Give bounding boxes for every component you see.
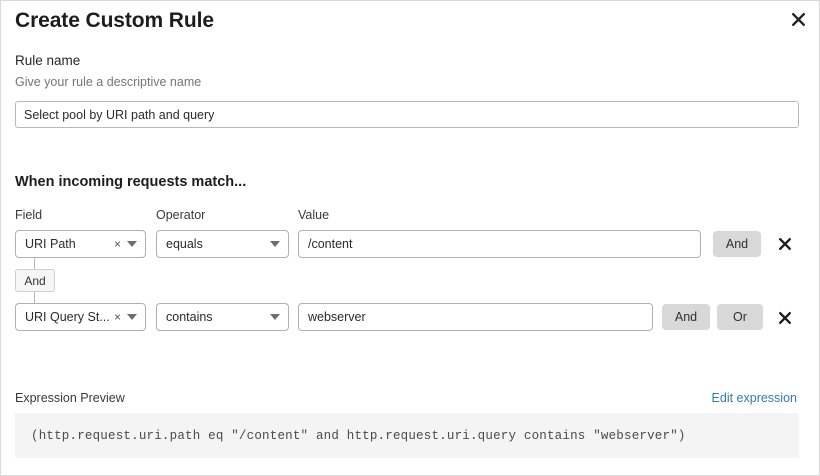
operator-select-row-2[interactable]: contains xyxy=(156,303,289,331)
close-icon[interactable] xyxy=(785,6,811,32)
field-select-row-1[interactable]: URI Path × xyxy=(15,230,146,258)
connector-and-badge[interactable]: And xyxy=(15,269,55,292)
column-header-field: Field xyxy=(15,208,43,222)
chevron-down-icon xyxy=(127,314,137,320)
rule-name-label: Rule name xyxy=(15,53,81,68)
clear-icon[interactable]: × xyxy=(113,310,121,324)
delete-condition-row-2[interactable] xyxy=(775,308,795,328)
operator-select-row-1[interactable]: equals xyxy=(156,230,289,258)
expression-preview-box: (http.request.uri.path eq "/content" and… xyxy=(15,413,799,458)
chevron-down-icon xyxy=(127,241,137,247)
field-select-row-1-value: URI Path xyxy=(25,237,76,251)
expression-preview-label: Expression Preview xyxy=(15,391,125,405)
page-title: Create Custom Rule xyxy=(15,9,214,32)
column-header-operator: Operator xyxy=(156,208,206,222)
field-select-row-2[interactable]: URI Query St... × xyxy=(15,303,146,331)
delete-condition-row-1[interactable] xyxy=(775,234,795,254)
connector-line-bottom xyxy=(34,292,35,303)
operator-select-row-2-value: contains xyxy=(166,310,213,324)
clear-icon[interactable]: × xyxy=(113,237,121,251)
match-section-heading: When incoming requests match... xyxy=(15,174,247,190)
edit-expression-link[interactable]: Edit expression xyxy=(711,391,797,405)
column-header-value: Value xyxy=(298,208,330,222)
rule-name-input[interactable] xyxy=(15,101,799,128)
value-input-row-2[interactable] xyxy=(298,303,653,331)
connector-line-top xyxy=(34,257,35,269)
chevron-down-icon xyxy=(270,241,280,247)
rule-name-help-text: Give your rule a descriptive name xyxy=(15,75,202,89)
field-select-row-2-value: URI Query St... xyxy=(25,310,110,324)
expression-preview-code: (http.request.uri.path eq "/content" and… xyxy=(31,428,686,443)
and-button-row-1[interactable]: And xyxy=(713,231,761,257)
or-button-row-2[interactable]: Or xyxy=(717,304,763,330)
and-button-row-2[interactable]: And xyxy=(662,304,710,330)
chevron-down-icon xyxy=(270,314,280,320)
operator-select-row-1-value: equals xyxy=(166,237,203,251)
value-input-row-1[interactable] xyxy=(298,230,701,258)
